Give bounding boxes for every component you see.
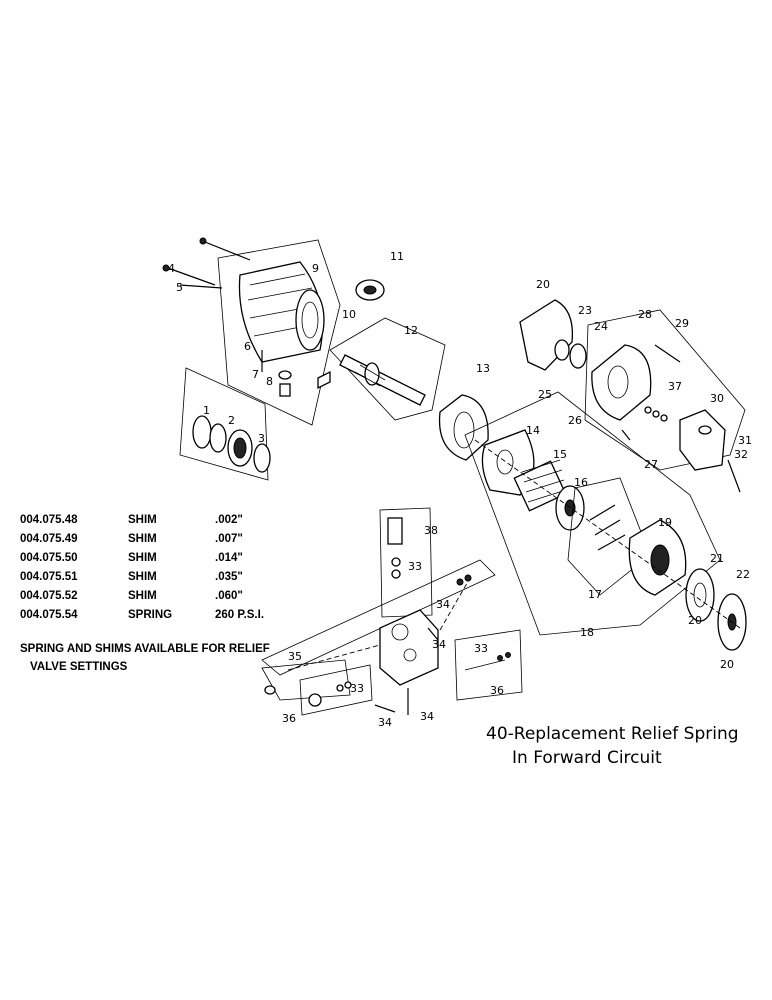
- callout-34-d: 34: [420, 710, 434, 723]
- callout-20-top: 20: [536, 278, 550, 291]
- callout-32: 32: [734, 448, 748, 461]
- part-number-cell: 004.075.52: [20, 590, 78, 602]
- callout-34-c: 34: [378, 716, 392, 729]
- parts-list-row: 004.075.50 SHIM .014": [20, 552, 264, 571]
- callout-17: 17: [588, 588, 602, 601]
- relief-valve-group: [261, 507, 523, 716]
- callout-25: 25: [538, 388, 552, 401]
- parts-list-row: 004.075.52 SHIM .060": [20, 590, 264, 609]
- callout-34-a: 34: [432, 638, 446, 651]
- description-cell: SHIM: [128, 571, 157, 583]
- seal-group: [179, 367, 271, 481]
- callout-labels: 1 2 3 4 5 6 7 8 9 10 11 12 13 14 15 16 1…: [168, 250, 752, 729]
- callout-21: 21: [710, 552, 724, 565]
- callout-24: 24: [594, 320, 608, 333]
- description-cell: SHIM: [128, 533, 157, 545]
- pump-housing-group: [162, 237, 341, 426]
- parts-list-row: 004.075.49 SHIM .007": [20, 533, 264, 552]
- shaft-group: [329, 279, 446, 421]
- callout-35: 35: [288, 650, 302, 663]
- callout-34-b: 34: [436, 598, 450, 611]
- callout-5: 5: [176, 281, 183, 294]
- callout-6: 6: [244, 340, 251, 353]
- size-cell: .014": [215, 552, 243, 564]
- callout-30: 30: [710, 392, 724, 405]
- callout-26: 26: [568, 414, 582, 427]
- rear-cover-group: [519, 299, 746, 493]
- callout-27: 27: [644, 458, 658, 471]
- parts-list-row: 004.075.51 SHIM .035": [20, 571, 264, 590]
- callout-9: 9: [312, 262, 319, 275]
- part-number-cell: 004.075.48: [20, 514, 78, 526]
- callout-31: 31: [738, 434, 752, 447]
- size-cell: .007": [215, 533, 243, 545]
- callout-33-right: 33: [474, 642, 488, 655]
- callout-38: 38: [424, 524, 438, 537]
- callout-12: 12: [404, 324, 418, 337]
- size-cell: .060": [215, 590, 243, 602]
- size-cell: 260 P.S.I.: [215, 609, 265, 621]
- callout-3: 3: [258, 432, 265, 445]
- callout-20-bottom: 20: [720, 658, 734, 671]
- callout-22: 22: [736, 568, 750, 581]
- availability-note: SPRING AND SHIMS AVAILABLE FOR RELIEF VA…: [20, 640, 320, 676]
- parts-list-row: 004.075.48 SHIM .002": [20, 514, 264, 533]
- handwritten-note: 40-Replacement Relief Spring In Forward …: [486, 722, 739, 770]
- description-cell: SHIM: [128, 590, 157, 602]
- callout-33-top: 33: [408, 560, 422, 573]
- callout-36-right: 36: [490, 684, 504, 697]
- callout-23: 23: [578, 304, 592, 317]
- callout-19: 19: [658, 516, 672, 529]
- part-number-cell: 004.075.54: [20, 609, 78, 621]
- description-cell: SHIM: [128, 552, 157, 564]
- flange-part: [438, 394, 489, 461]
- callout-2: 2: [228, 414, 235, 427]
- callout-11: 11: [390, 250, 404, 263]
- callout-1: 1: [203, 404, 210, 417]
- part-number-cell: 004.075.51: [20, 571, 78, 583]
- part-number-cell: 004.075.50: [20, 552, 78, 564]
- parts-list-row: 004.075.54 SPRING 260 P.S.I.: [20, 609, 264, 628]
- part-number-cell: 004.075.49: [20, 533, 78, 545]
- callout-20-mid: 20: [688, 614, 702, 627]
- availability-note-line1: SPRING AND SHIMS AVAILABLE FOR RELIEF: [20, 643, 270, 655]
- handwritten-note-line1: 40-Replacement Relief Spring: [486, 724, 739, 744]
- callout-36-left: 36: [282, 712, 296, 725]
- rotating-group: [464, 391, 747, 651]
- callout-4: 4: [168, 262, 175, 275]
- callout-8: 8: [266, 375, 273, 388]
- description-cell: SPRING: [128, 609, 173, 621]
- handwritten-note-line2: In Forward Circuit: [512, 748, 662, 768]
- callout-33-left: 33: [350, 682, 364, 695]
- size-cell: .035": [215, 571, 243, 583]
- description-cell: SHIM: [128, 514, 157, 526]
- callout-28: 28: [638, 308, 652, 321]
- callout-15: 15: [553, 448, 567, 461]
- callout-13: 13: [476, 362, 490, 375]
- callout-18: 18: [580, 626, 594, 639]
- callout-29: 29: [675, 317, 689, 330]
- callout-37: 37: [668, 380, 682, 393]
- callout-14: 14: [526, 424, 540, 437]
- callout-10: 10: [342, 308, 356, 321]
- size-cell: .002": [215, 514, 243, 526]
- callout-7: 7: [252, 368, 259, 381]
- availability-note-line2: VALVE SETTINGS: [30, 661, 128, 673]
- callout-16: 16: [574, 476, 588, 489]
